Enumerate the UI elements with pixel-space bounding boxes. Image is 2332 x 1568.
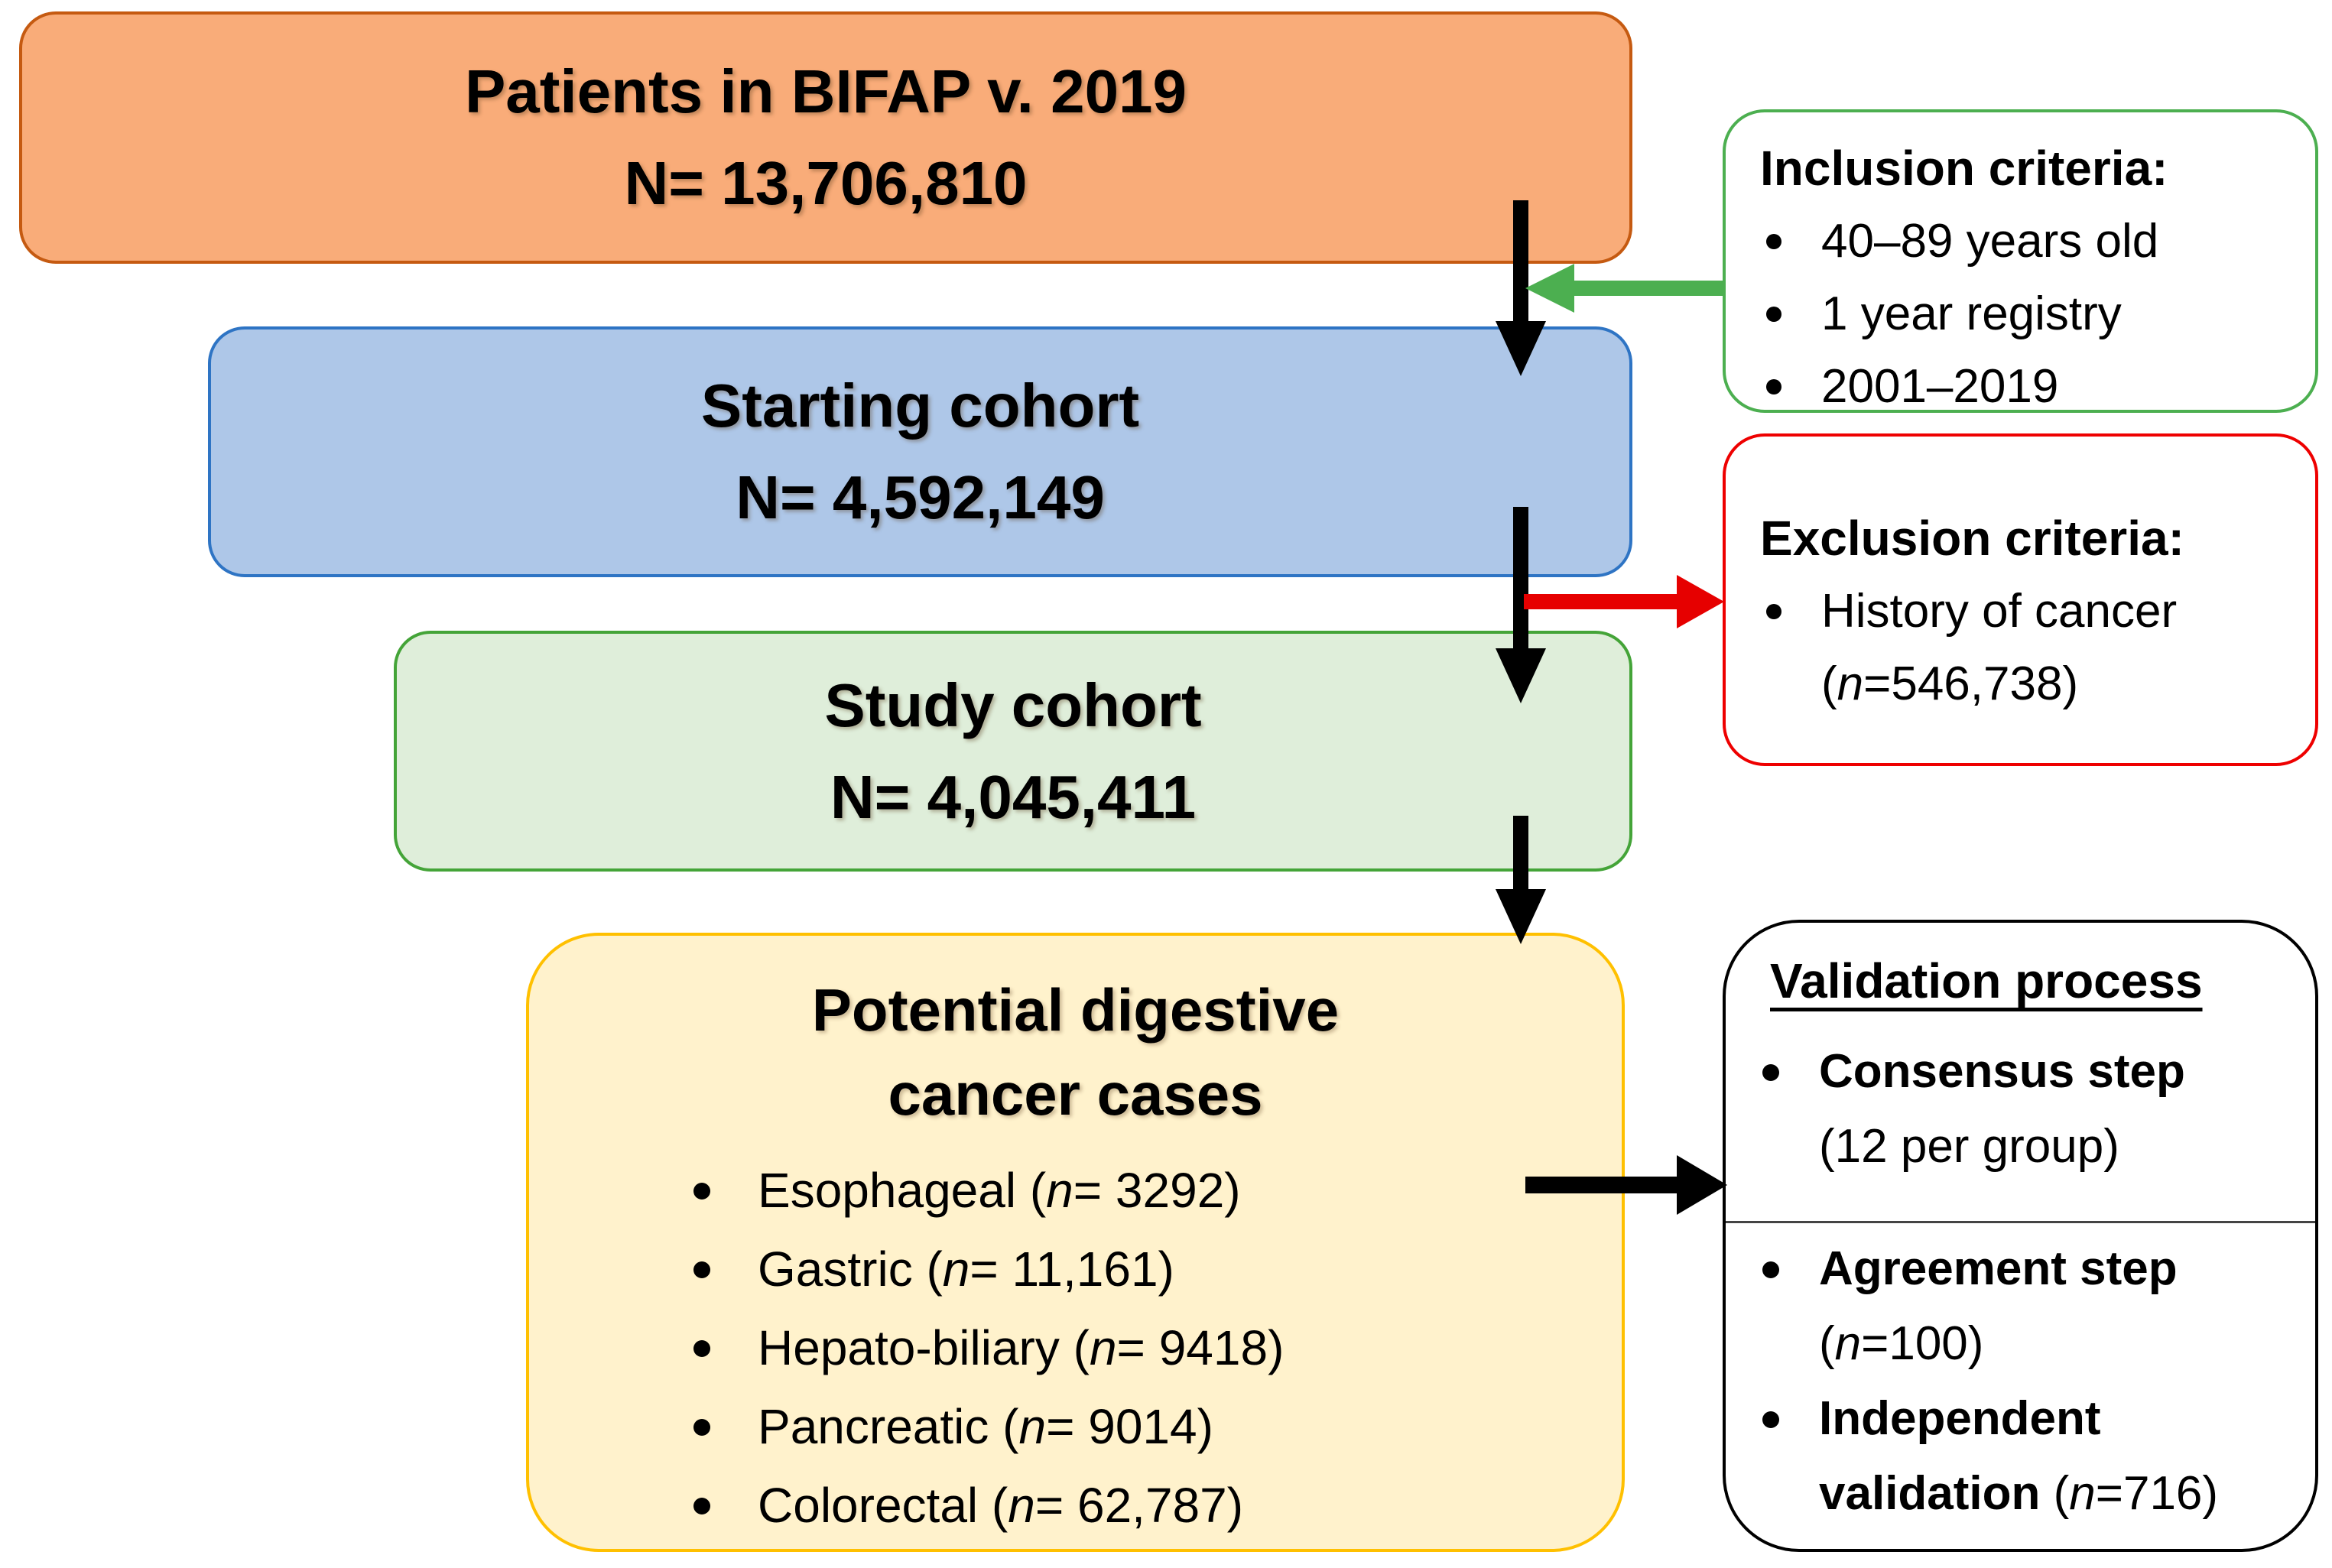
divider (1726, 1221, 2315, 1223)
list-item-label: Consensus step (12 per group) (1819, 1045, 2185, 1173)
list-item-label: History of cancer (n=546,738) (1821, 585, 2178, 710)
exclusion-header: Exclusion criteria: (1760, 511, 2184, 566)
box-cases-title: Potential digestive cancer cases (529, 968, 1622, 1136)
bullet-icon (693, 1419, 710, 1436)
box-cases-title-line1: Potential digestive (811, 976, 1340, 1044)
box-cases-title-line2: cancer cases (888, 1060, 1263, 1128)
box-study-cohort: Study cohort N= 4,045,411 (394, 631, 1632, 872)
validation-list: Consensus step (12 per group) Agreement … (1756, 1034, 2297, 1531)
list-item: Gastric (n= 11,161) (693, 1230, 1622, 1309)
box-potential-cases: Potential digestive cancer cases Esophag… (526, 933, 1625, 1552)
list-item: 40–89 years old (1760, 205, 2300, 278)
bullet-icon (693, 1340, 710, 1357)
inclusion-list: 40–89 years old 1 year registry 2001–201… (1760, 205, 2300, 423)
list-item-label: Gastric (n= 11,161) (758, 1242, 1174, 1297)
list-item-label: Esophageal (n= 3292) (758, 1163, 1241, 1218)
bullet-icon (1766, 234, 1781, 249)
box-study-title: Study cohort (824, 670, 1202, 739)
list-item: 1 year registry (1760, 278, 2300, 350)
box-validation-process: Validation process Consensus step (12 pe… (1723, 920, 2318, 1552)
list-item: Consensus step (12 per group) (1756, 1034, 2297, 1184)
list-item-label: Colorectal (n= 62,787) (758, 1478, 1244, 1533)
bullet-icon (1766, 307, 1781, 322)
inclusion-header: Inclusion criteria: (1760, 141, 2168, 196)
cases-list: Esophageal (n= 3292) Gastric (n= 11,161)… (529, 1151, 1622, 1545)
list-item: Colorectal (n= 62,787) (693, 1466, 1622, 1545)
list-item: History of cancer (n=546,738) (1760, 575, 2300, 720)
right-arrow-validation-icon (1525, 1177, 1677, 1193)
box-bifap-title: Patients in BIFAP v. 2019 (464, 57, 1187, 125)
list-item-label: Agreement step (n=100) (1819, 1242, 2178, 1370)
bullet-icon (693, 1261, 710, 1278)
list-item: Pancreatic (n= 9014) (693, 1388, 1622, 1466)
right-arrow-exclusion-icon (1524, 594, 1677, 609)
bullet-icon (1766, 604, 1781, 619)
bullet-icon (1766, 379, 1781, 394)
list-item: 2001–2019 (1760, 350, 2300, 423)
down-arrow-bifap-to-starting-icon (1513, 200, 1528, 321)
bullet-icon (693, 1498, 710, 1514)
bullet-icon (693, 1183, 710, 1200)
list-item: Hepato-biliary (n= 9418) (693, 1309, 1622, 1388)
list-item: Agreement step (n=100) (1756, 1232, 2297, 1381)
box-bifap-count: N= 13,706,810 (624, 149, 1028, 217)
bullet-icon (1762, 1261, 1779, 1278)
box-study-count: N= 4,045,411 (830, 762, 1197, 831)
left-arrow-inclusion-icon (1574, 281, 1724, 296)
list-item-label: 2001–2019 (1821, 360, 2059, 413)
bullet-icon (1762, 1411, 1779, 1428)
box-starting-cohort: Starting cohort N= 4,592,149 (208, 326, 1632, 577)
box-starting-count: N= 4,592,149 (736, 463, 1105, 531)
list-item-label: 1 year registry (1821, 287, 2122, 340)
box-exclusion-criteria: Exclusion criteria: History of cancer (n… (1723, 433, 2318, 766)
list-item-label: 40–89 years old (1821, 215, 2159, 268)
box-bifap-population: Patients in BIFAP v. 2019 N= 13,706,810 (19, 11, 1632, 264)
down-arrow-starting-to-study-icon (1513, 507, 1528, 648)
list-item-label: Independent validation (n=716) (1819, 1392, 2219, 1520)
validation-header: Validation process (1770, 953, 2203, 1008)
list-item: Esophageal (n= 3292) (693, 1151, 1622, 1230)
list-item: Independent validation (n=716) (1756, 1381, 2297, 1531)
list-item-label: Hepato-biliary (n= 9418) (758, 1320, 1285, 1375)
down-arrow-study-to-cases-icon (1513, 816, 1528, 889)
box-starting-title: Starting cohort (700, 372, 1140, 440)
bullet-icon (1762, 1064, 1779, 1081)
box-inclusion-criteria: Inclusion criteria: 40–89 years old 1 ye… (1723, 109, 2318, 413)
exclusion-list: History of cancer (n=546,738) (1760, 575, 2300, 720)
list-item-label: Pancreatic (n= 9014) (758, 1399, 1213, 1454)
